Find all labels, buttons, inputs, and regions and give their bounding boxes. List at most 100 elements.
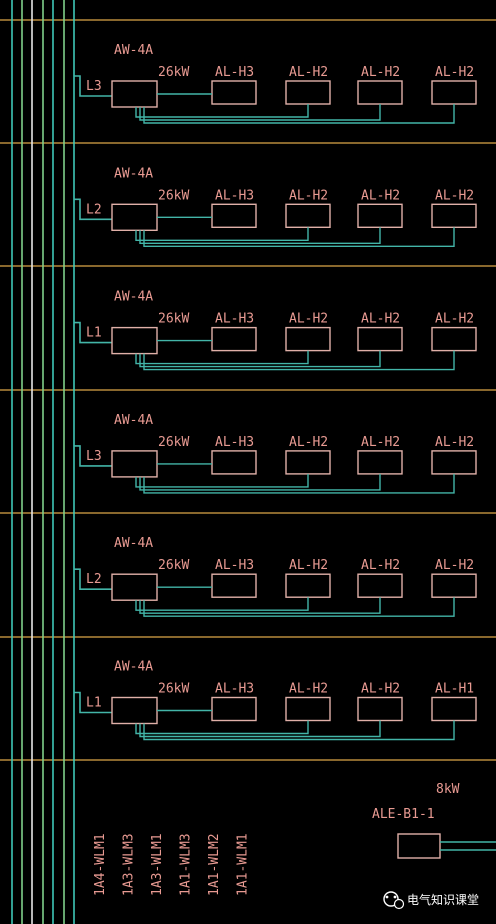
- subpanel-box: [431, 203, 477, 229]
- panel-box: [111, 203, 158, 232]
- cable-label: 1A4-WLM1: [93, 833, 108, 896]
- vertical-bus: [11, 0, 75, 924]
- subpanel-label: AL-H2: [289, 558, 328, 573]
- subpanel-box: [357, 80, 403, 105]
- power-label: 26kW: [158, 682, 189, 697]
- subpanel-label: AL-H2: [435, 435, 474, 450]
- subpanel-box: [431, 80, 477, 105]
- feeder-line: [74, 75, 112, 97]
- power-label: 26kW: [158, 558, 189, 573]
- subpanel-label: AL-H2: [361, 65, 400, 80]
- cable-label: 1A3-WLM1: [150, 833, 165, 896]
- wire-3: [139, 720, 381, 738]
- subpanel-label: AL-H3: [215, 312, 254, 327]
- subpanel-box: [357, 203, 403, 229]
- subpanel-label: AL-H3: [215, 188, 254, 203]
- subpanel-box: [211, 450, 257, 475]
- subpanel-label: AL-H2: [289, 65, 328, 80]
- subpanel-box: [285, 573, 331, 598]
- subpanel-box: [285, 696, 331, 722]
- feeder-line: [74, 568, 112, 591]
- wire-2: [135, 720, 309, 735]
- phase-label: L3: [86, 449, 102, 464]
- subpanel-label: AL-H2: [361, 312, 400, 327]
- subpanel-label: AL-H2: [289, 682, 328, 697]
- subpanel-box: [357, 573, 403, 598]
- panel-label: AW-4A: [114, 166, 153, 181]
- watermark-text: 电气知识课堂: [407, 892, 479, 907]
- phase-label: L1: [86, 326, 102, 341]
- wire-3: [139, 473, 381, 491]
- subpanel-label: AL-H2: [289, 435, 328, 450]
- subpanel-label: AL-H2: [435, 558, 474, 573]
- wire-4: [143, 227, 455, 248]
- subpanel-label: AL-H1: [435, 682, 474, 697]
- phase-label: L2: [86, 202, 102, 217]
- panel-box: [111, 80, 158, 108]
- subpanel-box: [285, 203, 331, 229]
- subpanel-box: [211, 696, 257, 722]
- wire-4: [143, 473, 455, 494]
- subpanel-box: [431, 450, 477, 475]
- wire-4: [143, 720, 455, 741]
- panel-label: AW-4A: [114, 536, 153, 551]
- panel-box: [111, 696, 158, 725]
- subpanel-box: [431, 326, 477, 352]
- subpanel-box: [211, 80, 257, 105]
- panel-label: AW-4A: [114, 43, 153, 58]
- subpanel-label: AL-H2: [361, 435, 400, 450]
- subpanel-box: [211, 326, 257, 352]
- wire-4: [143, 597, 455, 617]
- subpanel-box: [357, 696, 403, 722]
- panel-box: [111, 326, 158, 355]
- panel-label: AW-4A: [114, 290, 153, 305]
- subpanel-label: AL-H3: [215, 435, 254, 450]
- subpanel-box: [211, 573, 257, 598]
- power-label: 26kW: [158, 65, 189, 80]
- cable-label: 1A1-WLM1: [236, 833, 251, 896]
- subpanel-label: AL-H2: [435, 65, 474, 80]
- cable-label: 1A3-WLM3: [122, 833, 137, 896]
- power-label: 26kW: [158, 435, 189, 450]
- subpanel-label: AL-H2: [289, 188, 328, 203]
- subpanel-box: [431, 696, 477, 722]
- panel-label: AW-4A: [114, 660, 153, 675]
- subpanel-label: AL-H3: [215, 65, 254, 80]
- subpanel-label: AL-H2: [361, 682, 400, 697]
- power-label: 26kW: [158, 188, 189, 203]
- feeder-line: [74, 445, 112, 467]
- feeder-line: [74, 321, 112, 344]
- subpanel-label: AL-H2: [361, 188, 400, 203]
- cable-label: 1A1-WLM2: [207, 833, 222, 896]
- subpanel-label: AL-H2: [289, 312, 328, 327]
- subpanel-label: AL-H3: [215, 558, 254, 573]
- emergency-panel-box: [397, 833, 441, 859]
- wire-3: [139, 597, 381, 614]
- wire-3: [139, 227, 381, 245]
- wire-2: [135, 597, 309, 611]
- wire-2: [135, 350, 309, 365]
- wire-2: [135, 473, 309, 488]
- wire-4: [143, 350, 455, 371]
- floor-lines: [0, 19, 496, 761]
- subpanel-label: AL-H2: [435, 312, 474, 327]
- wire-4: [143, 104, 455, 124]
- watermark: 电气知识课堂: [383, 891, 479, 910]
- feeder-line: [74, 198, 112, 221]
- subpanel-box: [285, 326, 331, 352]
- subpanel-box: [285, 450, 331, 475]
- wire-2: [135, 227, 309, 242]
- subpanel-box: [285, 80, 331, 105]
- emergency-power-label: 8kW: [436, 782, 460, 797]
- panel-box: [111, 573, 158, 601]
- wire-2: [135, 104, 309, 118]
- panel-box: [111, 450, 158, 478]
- wire-3: [139, 104, 381, 121]
